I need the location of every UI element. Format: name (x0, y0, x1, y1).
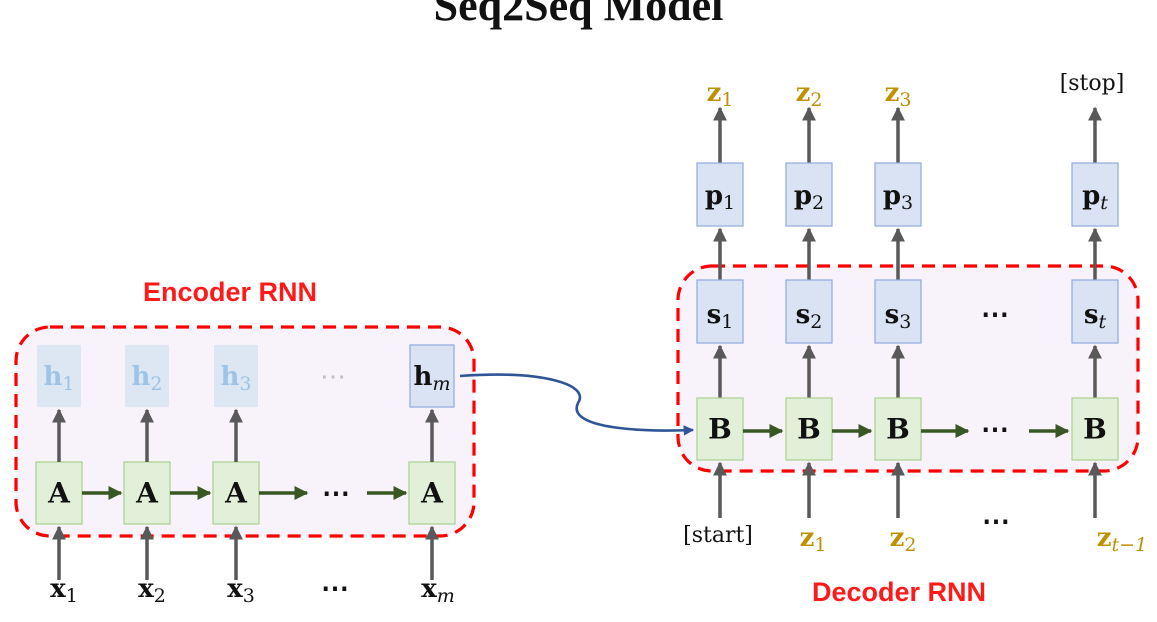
encoder-cell-ellipsis: ⋯ (322, 477, 350, 510)
decoder-cell-label: B (886, 413, 910, 446)
encoder-hidden-box (214, 345, 258, 407)
decoder-cell (1071, 397, 1119, 461)
decoder-output-label: z2 (796, 78, 823, 111)
encoder-input-label: x3 (227, 574, 255, 607)
encoder-cell-label: A (135, 477, 159, 510)
decoder-state-box (1071, 279, 1119, 344)
encoder-cell-label: A (420, 477, 444, 510)
decoder-prob-box (874, 162, 922, 227)
decoder-state-ellipsis: ⋯ (981, 298, 1009, 331)
decoder-input-label: z2 (890, 523, 917, 556)
encoder-hidden-label: h2 (132, 362, 163, 395)
decoder-cell-label: B (1083, 413, 1107, 446)
encoder-hidden-label: h1 (44, 362, 75, 395)
decoder-state-label: s1 (707, 300, 734, 333)
decoder-state-box (696, 279, 744, 344)
encoder-cell-label: A (224, 477, 248, 510)
decoder-state-box (874, 279, 922, 344)
decoder-state-label: s3 (885, 300, 912, 333)
decoder-state-label: st (1084, 300, 1107, 333)
decoder-prob-label: p2 (794, 181, 824, 214)
decoder-state-box (785, 279, 833, 344)
decoder-output-label: z3 (885, 78, 912, 111)
decoder-prob-box (696, 162, 744, 227)
decoder-prob-label: p1 (705, 181, 735, 214)
encoder-cell (35, 461, 83, 525)
encoder-cell (408, 461, 456, 525)
decoder-input-ellipsis: ⋯ (982, 505, 1010, 538)
encoder-input-label: x1 (50, 574, 78, 607)
decoder-prob-box (785, 162, 833, 227)
encoder-hidden-ellipsis: ⋯ (320, 362, 346, 392)
diagram-title: Seq2Seq Model (433, 0, 724, 30)
encoder-hidden-label: h3 (221, 362, 252, 395)
decoder-input-label: z1 (800, 523, 827, 556)
decoder-output-label: [stop] (1060, 71, 1125, 96)
encoder-hidden-label: hm (414, 362, 451, 395)
decoder-prob-box (1071, 162, 1119, 227)
encoder-label: Encoder RNN (143, 277, 318, 307)
decoder-cell-label: B (708, 413, 732, 446)
encoder-hidden-box (409, 344, 455, 408)
decoder-cell (874, 397, 922, 461)
encoder-hidden-box (37, 345, 81, 407)
encoder-hidden-box (125, 345, 169, 407)
encoder-cell-label: A (47, 477, 71, 510)
decoder-prob-label: pt (1082, 181, 1108, 214)
encoder-to-decoder-link (459, 373, 695, 436)
decoder-cell (785, 397, 833, 461)
encoder-input-ellipsis: ⋯ (321, 572, 349, 605)
decoder-input-label: [start] (683, 523, 753, 548)
decoder-output-label: z1 (707, 78, 734, 111)
decoder-state-label: s2 (796, 300, 823, 333)
decoder-cell (696, 397, 744, 461)
decoder-prob-label: p3 (883, 181, 913, 214)
encoder-input-label: x2 (138, 574, 166, 607)
decoder-input-label: zt−1 (1097, 523, 1147, 556)
decoder-label: Decoder RNN (812, 577, 987, 607)
decoder-cell-label: B (797, 413, 821, 446)
encoder-input-label: xm (421, 574, 455, 607)
decoder-cell-ellipsis: ⋯ (981, 413, 1009, 446)
